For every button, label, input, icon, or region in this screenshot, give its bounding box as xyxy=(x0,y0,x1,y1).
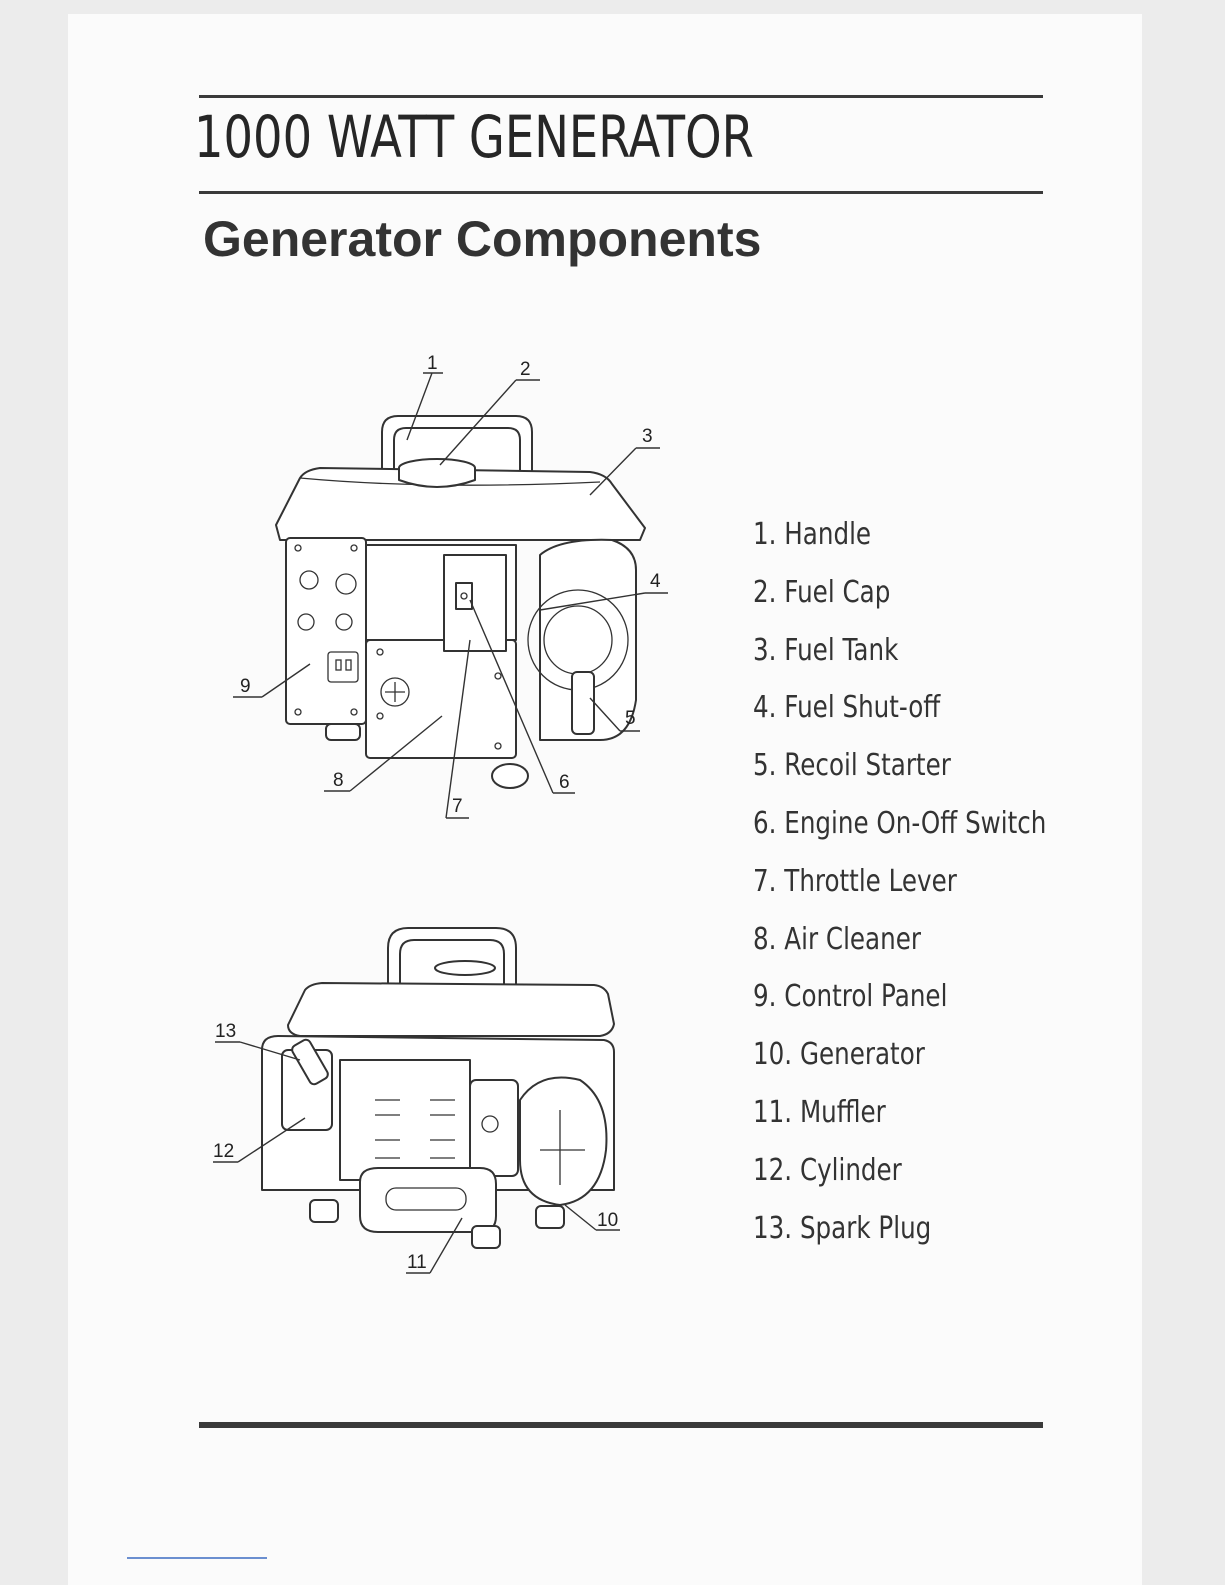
link-underline-mark xyxy=(127,1557,267,1559)
callout-3: 3 xyxy=(642,426,653,447)
callout-4: 4 xyxy=(650,571,661,592)
callout-8: 8 xyxy=(333,770,344,791)
component-item-recoil-starter: 5. Recoil Starter xyxy=(753,744,1046,802)
callout-9: 9 xyxy=(240,676,251,697)
callout-2: 2 xyxy=(520,359,531,380)
component-item-handle: 1. Handle xyxy=(753,513,1046,571)
component-item-fuel-cap: 2. Fuel Cap xyxy=(753,571,1046,629)
callout-6: 6 xyxy=(559,772,570,793)
callout-10: 10 xyxy=(597,1210,618,1231)
bottom-rule xyxy=(199,1422,1043,1428)
component-item-spark-plug: 13. Spark Plug xyxy=(753,1207,1046,1265)
component-item-muffler: 11. Muffler xyxy=(753,1091,1046,1149)
components-list: 1. Handle 2. Fuel Cap 3. Fuel Tank 4. Fu… xyxy=(753,513,1111,1264)
component-item-air-cleaner: 8. Air Cleaner xyxy=(753,918,1046,976)
callout-7: 7 xyxy=(452,796,463,817)
generator-rear-view xyxy=(262,928,614,1248)
callout-11: 11 xyxy=(407,1252,427,1273)
callout-1: 1 xyxy=(427,353,438,374)
callout-13: 13 xyxy=(215,1021,236,1042)
component-item-generator: 10. Generator xyxy=(753,1033,1046,1091)
component-item-cylinder: 12. Cylinder xyxy=(753,1149,1046,1207)
callout-5: 5 xyxy=(625,708,636,729)
component-item-engine-switch: 6. Engine On-Off Switch xyxy=(753,802,1046,860)
component-item-fuel-shut-off: 4. Fuel Shut-off xyxy=(753,686,1046,744)
component-item-control-panel: 9. Control Panel xyxy=(753,975,1046,1033)
component-item-fuel-tank: 3. Fuel Tank xyxy=(753,629,1046,687)
component-item-throttle-lever: 7. Throttle Lever xyxy=(753,860,1046,918)
callout-12: 12 xyxy=(213,1141,234,1162)
